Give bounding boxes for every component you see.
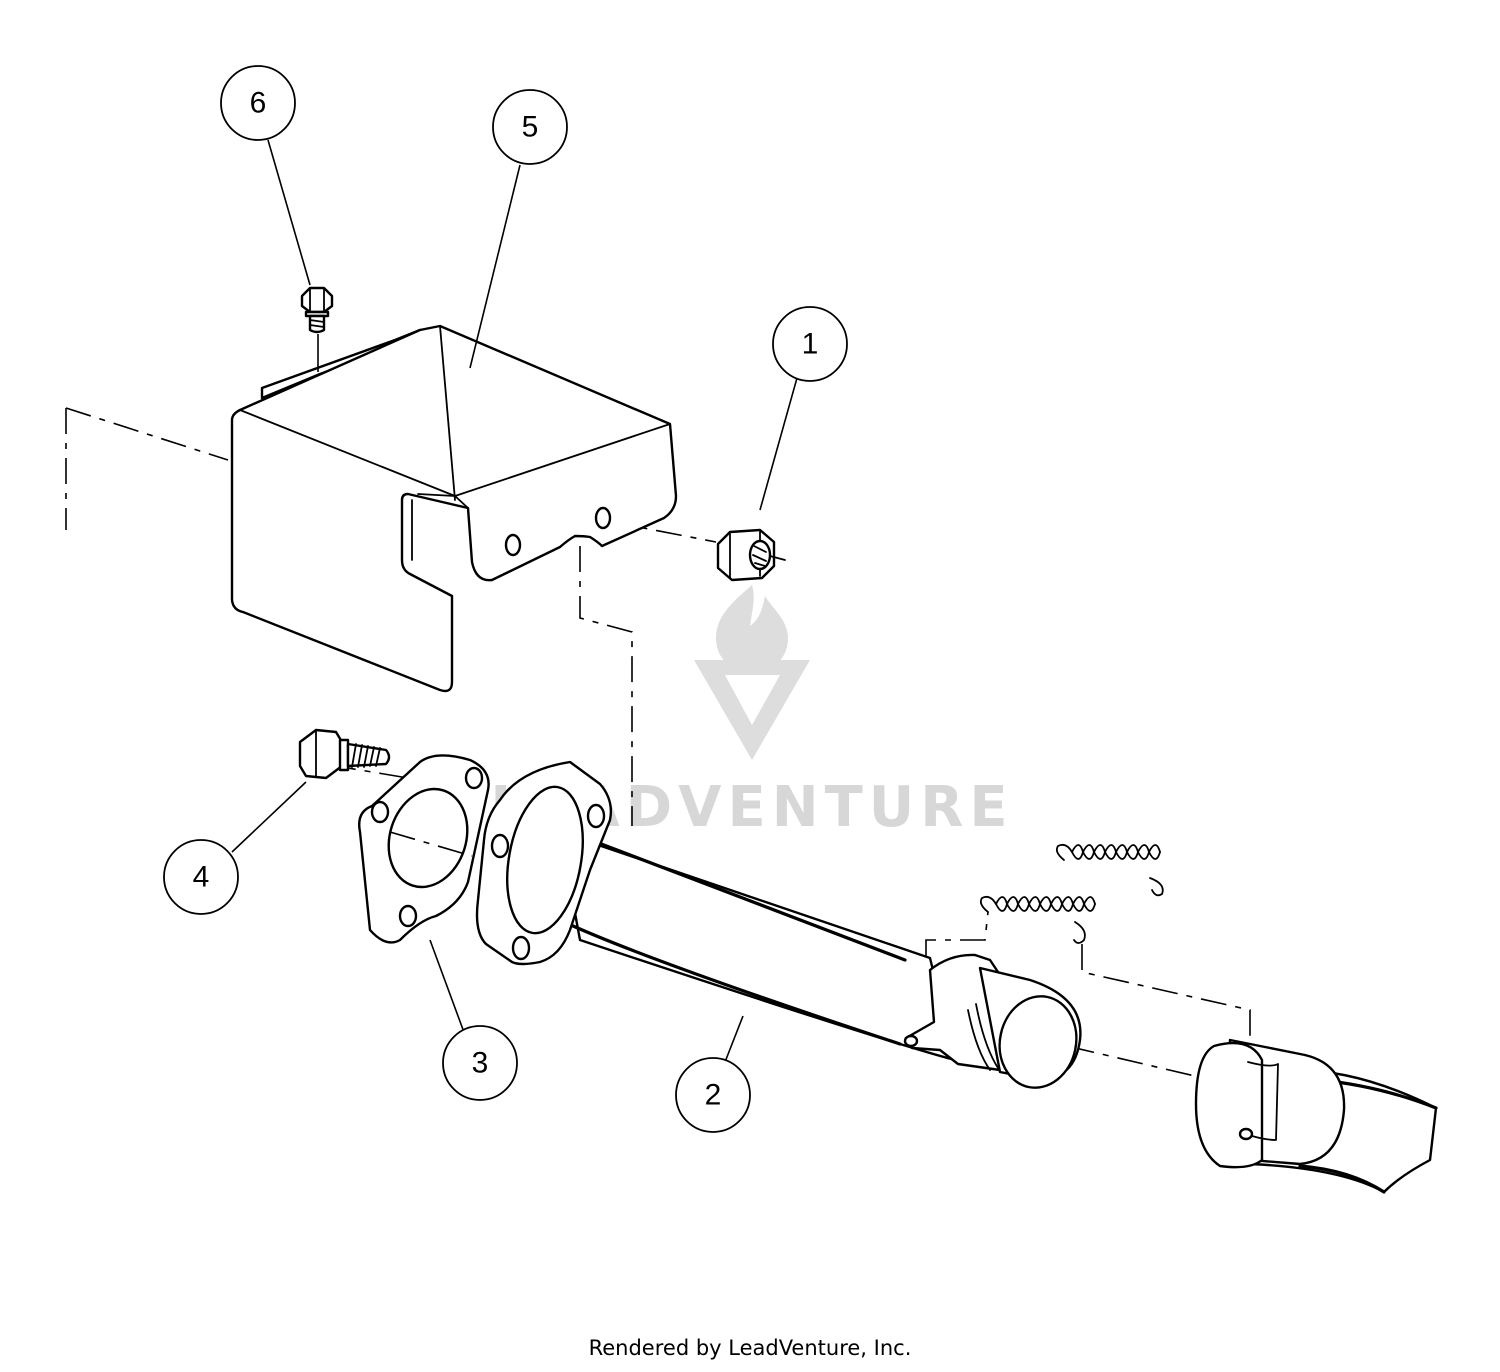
callout-5: 5 bbox=[492, 89, 568, 165]
callout-1: 1 bbox=[772, 306, 848, 382]
svg-text:4: 4 bbox=[193, 861, 210, 894]
hex-nut bbox=[716, 528, 786, 582]
svg-text:3: 3 bbox=[472, 1047, 489, 1080]
flange-bolt-small bbox=[300, 286, 334, 372]
footer-credit: Rendered by LeadVenture, Inc. bbox=[588, 1336, 912, 1360]
svg-text:1: 1 bbox=[802, 328, 819, 361]
heat-shield bbox=[230, 324, 678, 693]
callout-4: 4 bbox=[163, 839, 239, 915]
callout-leaders bbox=[231, 139, 798, 1063]
exhaust-gasket bbox=[358, 754, 490, 944]
muffler-inlet-pipe bbox=[1194, 1038, 1438, 1194]
exhaust-springs bbox=[979, 843, 1164, 944]
svg-text:6: 6 bbox=[250, 87, 267, 120]
exhaust-pipe bbox=[475, 760, 1082, 1089]
watermark-logo bbox=[694, 585, 810, 760]
gasket-alignment-line bbox=[389, 831, 473, 857]
callout-3: 3 bbox=[442, 1025, 518, 1101]
callout-2: 2 bbox=[675, 1057, 751, 1133]
svg-text:2: 2 bbox=[705, 1079, 722, 1112]
callout-6: 6 bbox=[220, 65, 296, 141]
flange-bolt-large bbox=[298, 728, 391, 780]
svg-text:5: 5 bbox=[522, 111, 539, 144]
